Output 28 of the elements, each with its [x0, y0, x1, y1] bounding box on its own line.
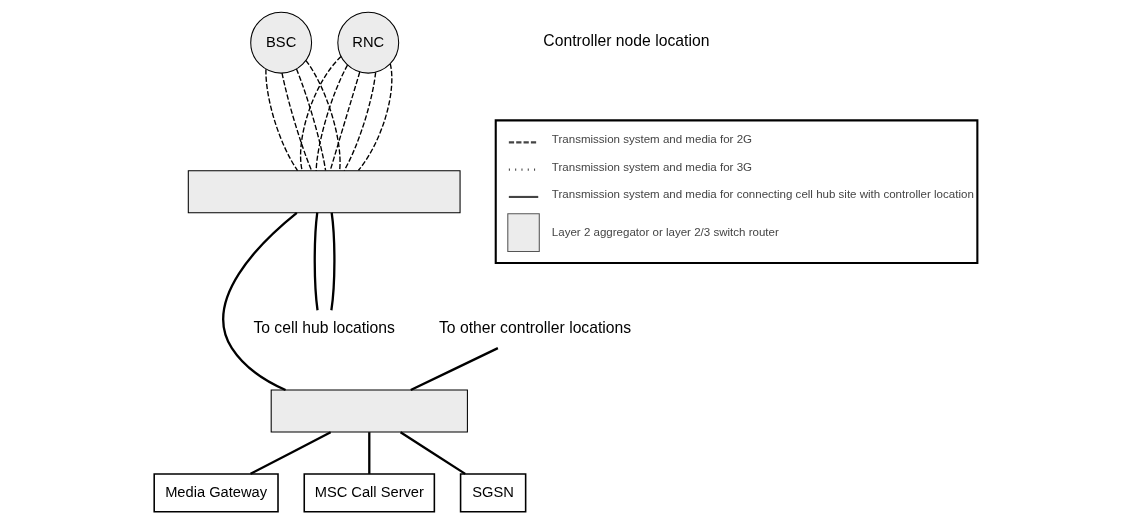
- connector: [409, 347, 498, 392]
- node-box: [270, 389, 468, 433]
- node-text: To other controller locations: [438, 318, 631, 336]
- connector: [249, 431, 331, 475]
- label: Controller node location: [542, 32, 709, 50]
- connector: [357, 63, 393, 171]
- legend-label: Transmission system and media for 3G: [551, 160, 752, 173]
- legend-label: Layer 2 aggregator or layer 2/3 switch router: [551, 225, 779, 238]
- node-text: To cell hub locations: [252, 318, 395, 336]
- connector: [280, 72, 312, 171]
- connector: [295, 68, 326, 172]
- connector: [264, 68, 298, 172]
- legend-label: Transmission system and media for connecting cell hub site with controller location: [551, 187, 974, 200]
- connector: [329, 71, 360, 172]
- connector: [315, 64, 348, 172]
- connector: [221, 212, 298, 391]
- node-box: SGSN: [459, 473, 526, 513]
- node-box: [187, 170, 461, 214]
- node-circle: RNC: [336, 11, 399, 74]
- node-circle: BSC: [249, 11, 312, 74]
- legend-label: Transmission system and media for 2G: [551, 133, 752, 146]
- connector: [313, 212, 319, 311]
- connector: [343, 71, 376, 172]
- node-box: Media Gateway: [152, 473, 279, 513]
- connector: [367, 432, 370, 474]
- connector: [399, 431, 466, 475]
- connector: [329, 212, 336, 311]
- node-box: MSC Call Server: [302, 473, 435, 513]
